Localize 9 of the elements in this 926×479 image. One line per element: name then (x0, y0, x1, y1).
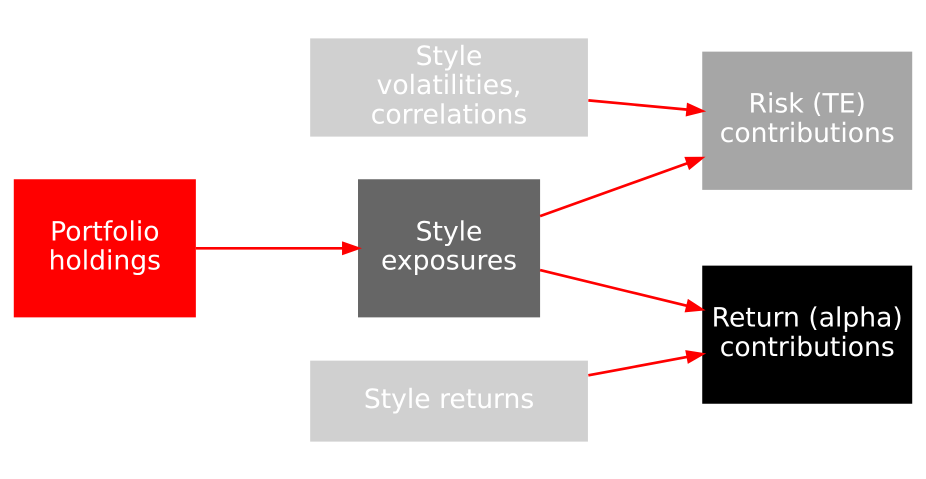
arrow (196, 240, 362, 255)
arrow (588, 350, 706, 376)
node-box: Portfolio holdings (14, 178, 196, 317)
node-box: Style exposures (358, 178, 540, 317)
arrow (588, 98, 706, 116)
arrow (540, 156, 706, 217)
node-box: Return (alpha) contributions (702, 265, 912, 404)
arrow (540, 268, 706, 312)
node-box: Risk (TE) contributions (702, 51, 912, 190)
